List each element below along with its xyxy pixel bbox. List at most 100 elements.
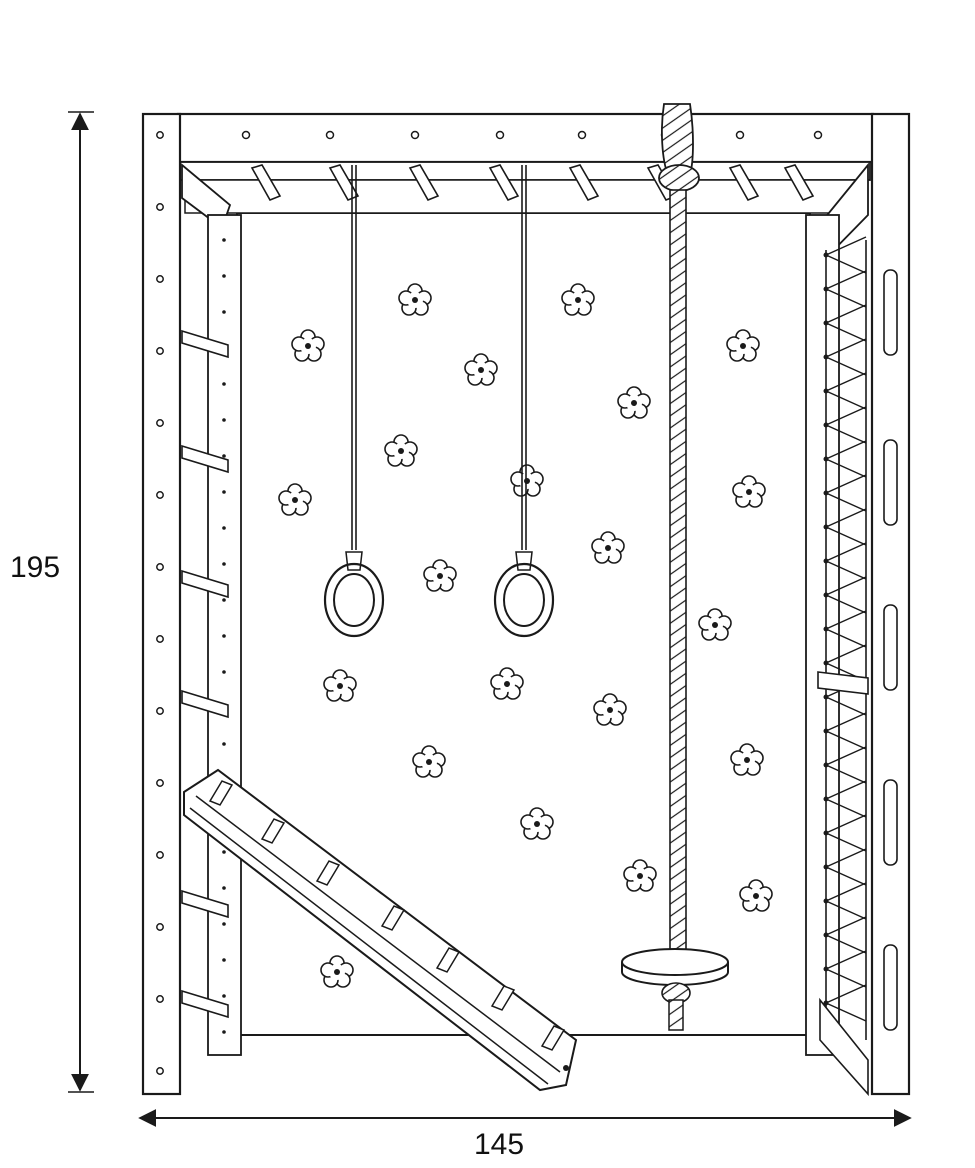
ramp-rung: [490, 985, 516, 1011]
net-knot-icon: [823, 932, 829, 938]
bolt-icon: [222, 562, 226, 566]
monkey-bar-rung: [250, 164, 282, 202]
net-knot-icon: [823, 456, 829, 462]
net-knot-icon: [823, 626, 829, 632]
slot-icon: [883, 439, 898, 526]
bolt-icon: [222, 238, 226, 242]
bolt-icon: [813, 130, 823, 140]
bolt-icon: [222, 634, 226, 638]
net-bottom-brace: [819, 997, 869, 1097]
net-cord: [825, 950, 867, 988]
slide-ladder-ramp[interactable]: [183, 768, 578, 1092]
bolt-icon: [222, 598, 226, 602]
rope-swing-disc[interactable]: [621, 948, 729, 986]
bolt-icon: [156, 851, 164, 859]
bolt-icon: [222, 310, 226, 314]
net-cord: [825, 508, 867, 546]
bolt-icon: [222, 886, 226, 890]
width-dimension-label: 145: [474, 1128, 525, 1161]
monkey-bar-rung: [783, 164, 815, 202]
bolt-icon: [495, 130, 505, 140]
net-cord: [825, 610, 867, 648]
bolt-icon: [222, 742, 226, 746]
net-cord: [825, 984, 867, 1022]
right-back-post: [805, 214, 840, 1056]
bolt-icon: [222, 454, 226, 458]
net-knot-icon: [823, 728, 829, 734]
ramp-rung: [208, 780, 234, 806]
left-ring[interactable]: [323, 165, 385, 638]
net-knot-icon: [823, 898, 829, 904]
gymnastic-rings: [323, 165, 555, 638]
bolt-icon: [156, 923, 164, 931]
height-dimension: [68, 111, 94, 1093]
bolt-icon: [222, 274, 226, 278]
bolt-icon: [222, 418, 226, 422]
bolt-icon: [156, 419, 164, 427]
net-cord: [825, 746, 867, 784]
net-cord: [825, 338, 867, 376]
bolt-icon: [222, 994, 226, 998]
bolt-icon: [222, 850, 226, 854]
net-knot-icon: [823, 592, 829, 598]
slot-icon: [883, 779, 898, 866]
bolt-icon: [156, 203, 164, 211]
net-cord: [825, 780, 867, 818]
slot-icon: [883, 944, 898, 1031]
net-cord: [825, 542, 867, 580]
bolt-icon: [156, 131, 164, 139]
net-knot-icon: [823, 1000, 829, 1006]
net-cord: [825, 304, 867, 342]
net-knot-icon: [823, 320, 829, 326]
net-rung: [817, 671, 869, 695]
net-knot-icon: [823, 830, 829, 836]
bolt-icon: [222, 526, 226, 530]
wall-bar-rung: [181, 689, 229, 719]
wall-bar-rung: [181, 989, 229, 1019]
wall-bar-rung: [181, 329, 229, 359]
net-knot-icon: [823, 490, 829, 496]
monkey-bar-rung: [328, 164, 360, 202]
bolt-icon: [222, 958, 226, 962]
net-cord: [825, 814, 867, 852]
ramp-rung: [380, 905, 406, 931]
net-cord: [825, 236, 867, 274]
bolt-icon: [156, 707, 164, 715]
monkey-bar-rung: [408, 164, 440, 202]
net-knot-icon: [823, 354, 829, 360]
net-cord: [825, 440, 867, 478]
wall-bars: [181, 329, 229, 1019]
bolt-icon: [156, 275, 164, 283]
height-dimension-label: 195: [10, 551, 61, 584]
monkey-bar-rung: [568, 164, 600, 202]
net-cord: [825, 882, 867, 920]
bolt-icon: [577, 130, 587, 140]
ramp-rung: [260, 818, 286, 844]
bolt-icon: [735, 130, 745, 140]
bolt-icon: [156, 779, 164, 787]
climbing-net: [817, 236, 869, 1097]
net-knot-icon: [823, 252, 829, 258]
bolt-icon: [156, 491, 164, 499]
monkey-bars: [250, 164, 815, 202]
net-cord: [825, 406, 867, 444]
net-knot-icon: [823, 558, 829, 564]
ramp-rung: [315, 860, 341, 886]
bolt-icon: [156, 635, 164, 643]
right-ring[interactable]: [493, 165, 555, 638]
climbing-rope[interactable]: [621, 103, 729, 1031]
bolt-icon: [410, 130, 420, 140]
slot-icon: [883, 604, 898, 691]
ramp-rung: [540, 1025, 566, 1051]
bolt-icon: [222, 670, 226, 674]
net-knot-icon: [823, 422, 829, 428]
net-cord: [825, 270, 867, 308]
bolt-icon: [222, 382, 226, 386]
slot-icon: [883, 269, 898, 356]
bolt-icon: [325, 130, 335, 140]
bolt-icon: [222, 490, 226, 494]
net-knot-icon: [823, 762, 829, 768]
net-knot-icon: [823, 388, 829, 394]
bolt-icon: [222, 922, 226, 926]
